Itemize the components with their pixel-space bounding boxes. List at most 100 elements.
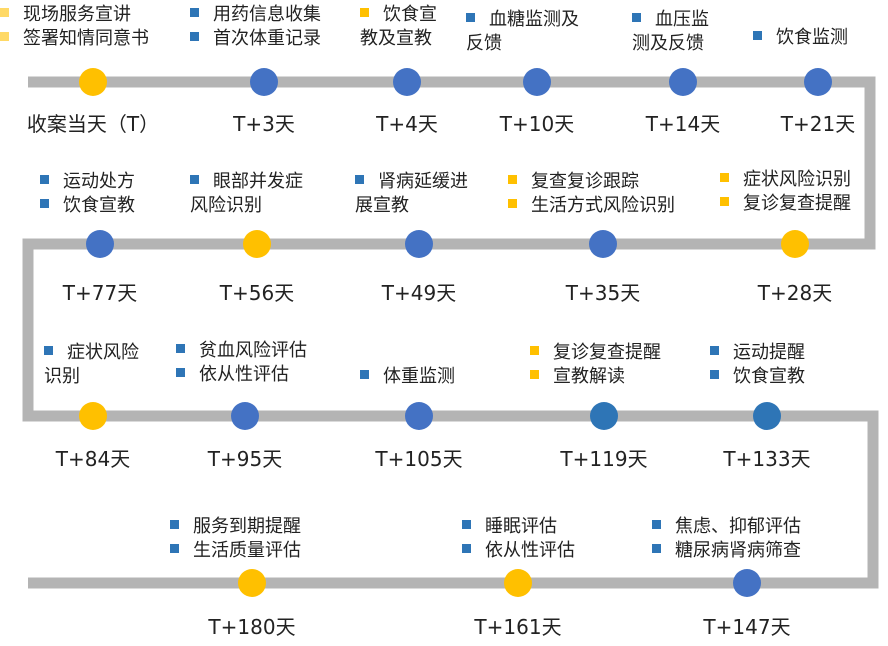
task-text: 症状风险 — [67, 342, 139, 363]
square-bullet-icon — [720, 173, 729, 182]
task-line: 签署知情同意书 — [0, 27, 149, 51]
task-line: 饮食宣教 — [710, 365, 805, 389]
task-text: 饮食宣教 — [733, 366, 805, 387]
task-text: 复诊复查提醒 — [743, 193, 851, 214]
task-text: 生活质量评估 — [193, 540, 301, 561]
milestone-tasks: 血压监测及反馈 — [632, 8, 709, 56]
task-text: 现场服务宣讲 — [23, 4, 131, 25]
milestone-dot — [79, 68, 107, 96]
milestone-day-label: 收案当天（T） — [26, 112, 160, 136]
task-line: 首次体重记录 — [190, 27, 321, 51]
square-bullet-icon — [530, 370, 539, 379]
square-bullet-icon — [176, 368, 185, 377]
milestone-tasks: 体重监测 — [360, 365, 455, 389]
milestone-tasks: 血糖监测及反馈 — [466, 8, 579, 56]
milestone-day-label: T+56天 — [219, 281, 295, 305]
milestone-tasks: 焦虑、抑郁评估糖尿病肾病筛查 — [652, 515, 801, 563]
milestone-dot — [669, 68, 697, 96]
square-bullet-icon — [170, 544, 179, 553]
task-line: 教及宣教 — [360, 27, 437, 51]
square-bullet-icon — [190, 32, 199, 41]
task-line: 生活质量评估 — [170, 539, 301, 563]
task-text: 血压监 — [655, 9, 709, 30]
task-line: 饮食监测 — [753, 26, 848, 50]
task-line: 肾病延缓进 — [355, 170, 468, 194]
task-text: 展宣教 — [355, 195, 409, 216]
milestone-day-label: T+28天 — [757, 281, 833, 305]
milestone-tasks: 复诊复查提醒宣教解读 — [530, 341, 661, 389]
square-bullet-icon — [0, 8, 9, 17]
milestone-day-label: T+105天 — [375, 447, 463, 471]
task-text: 识别 — [44, 366, 80, 387]
milestone-dot — [86, 230, 114, 258]
square-bullet-icon — [652, 544, 661, 553]
task-text: 糖尿病肾病筛查 — [675, 540, 801, 561]
task-text: 复诊复查提醒 — [553, 342, 661, 363]
milestone-tasks: 饮食宣教及宣教 — [360, 3, 437, 51]
square-bullet-icon — [462, 520, 471, 529]
milestone-day-label: T+161天 — [474, 615, 562, 639]
square-bullet-icon — [44, 346, 53, 355]
milestone-tasks: 饮食监测 — [753, 26, 848, 50]
square-bullet-icon — [710, 370, 719, 379]
task-line: 焦虑、抑郁评估 — [652, 515, 801, 539]
milestone-day-label: T+119天 — [560, 447, 648, 471]
milestone-dot — [405, 230, 433, 258]
square-bullet-icon — [360, 370, 369, 379]
task-text: 风险识别 — [190, 195, 262, 216]
task-line: 饮食宣教 — [40, 194, 135, 218]
task-line: 复诊复查提醒 — [720, 192, 851, 216]
milestone-day-label: T+133天 — [723, 447, 811, 471]
square-bullet-icon — [40, 175, 49, 184]
milestone-day-label: T+21天 — [780, 112, 856, 136]
square-bullet-icon — [0, 32, 9, 41]
task-text: 血糖监测及 — [489, 9, 579, 30]
milestone-tasks: 运动提醒饮食宣教 — [710, 341, 805, 389]
milestone-dot — [243, 230, 271, 258]
task-line: 贫血风险评估 — [176, 339, 307, 363]
square-bullet-icon — [190, 175, 199, 184]
milestone-dot — [79, 402, 107, 430]
square-bullet-icon — [40, 199, 49, 208]
task-line: 展宣教 — [355, 194, 468, 218]
task-text: 症状风险识别 — [743, 169, 851, 190]
task-line: 眼部并发症 — [190, 170, 303, 194]
task-line: 血糖监测及 — [466, 8, 579, 32]
task-line: 糖尿病肾病筛查 — [652, 539, 801, 563]
task-text: 测及反馈 — [632, 33, 704, 54]
task-text: 运动处方 — [63, 171, 135, 192]
milestone-day-label: T+77天 — [62, 281, 138, 305]
square-bullet-icon — [462, 544, 471, 553]
task-text: 依从性评估 — [485, 540, 575, 561]
task-line: 依从性评估 — [462, 539, 575, 563]
task-text: 饮食监测 — [776, 27, 848, 48]
milestone-dot — [405, 402, 433, 430]
task-text: 复查复诊跟踪 — [531, 171, 639, 192]
task-text: 饮食宣 — [383, 4, 437, 25]
square-bullet-icon — [720, 197, 729, 206]
square-bullet-icon — [466, 13, 475, 22]
milestone-dot — [589, 230, 617, 258]
square-bullet-icon — [753, 31, 762, 40]
square-bullet-icon — [176, 344, 185, 353]
milestone-dot — [804, 68, 832, 96]
milestone-day-label: T+4天 — [376, 112, 438, 136]
task-line: 血压监 — [632, 8, 709, 32]
square-bullet-icon — [170, 520, 179, 529]
milestone-dot — [231, 402, 259, 430]
milestone-day-label: T+35天 — [565, 281, 641, 305]
task-text: 首次体重记录 — [213, 28, 321, 49]
milestone-day-label: T+14天 — [645, 112, 721, 136]
task-text: 饮食宣教 — [63, 195, 135, 216]
task-line: 体重监测 — [360, 365, 455, 389]
milestone-tasks: 运动处方饮食宣教 — [40, 170, 135, 218]
square-bullet-icon — [530, 346, 539, 355]
task-text: 焦虑、抑郁评估 — [675, 516, 801, 537]
task-line: 运动提醒 — [710, 341, 805, 365]
task-text: 签署知情同意书 — [23, 28, 149, 49]
task-line: 依从性评估 — [176, 363, 307, 387]
milestone-tasks: 服务到期提醒生活质量评估 — [170, 515, 301, 563]
task-line: 宣教解读 — [530, 365, 661, 389]
